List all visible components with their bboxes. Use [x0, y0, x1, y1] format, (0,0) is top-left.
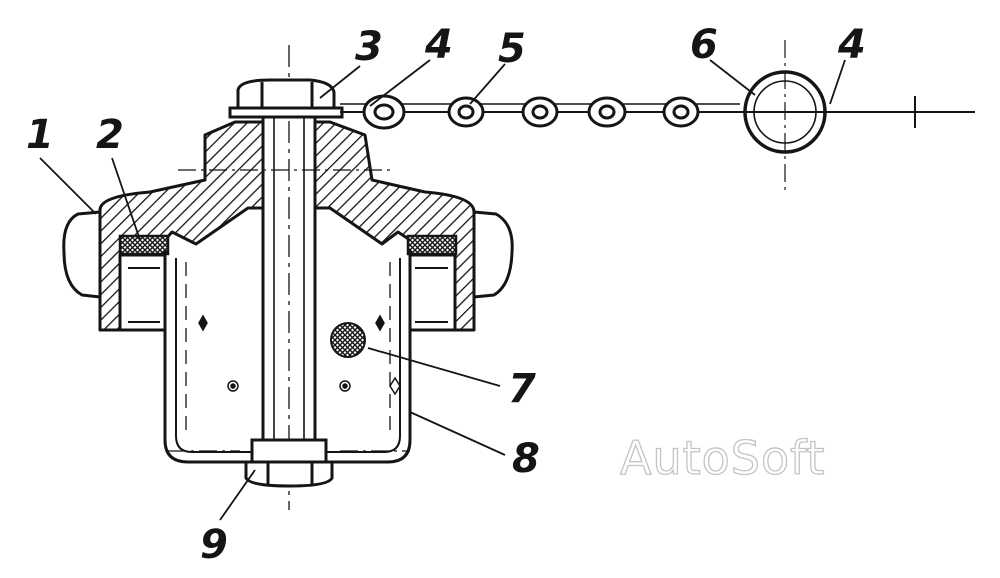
callout-1: 1 [26, 112, 54, 158]
retaining-chain [340, 70, 975, 154]
gaskets [118, 234, 458, 256]
callout-3: 3 [355, 24, 383, 70]
right-lug [472, 210, 514, 299]
chain-link [587, 96, 627, 128]
top-nut [228, 78, 344, 119]
chain-link [598, 104, 616, 120]
chain-link [362, 94, 406, 130]
chain-link [373, 103, 395, 121]
mesh-element [330, 322, 366, 358]
callout-5: 5 [498, 26, 526, 72]
ring [743, 70, 827, 154]
callout-9: 9 [200, 522, 228, 568]
chain-link [521, 96, 559, 128]
callout-6: 6 [690, 22, 718, 68]
bottom-nut [244, 438, 334, 488]
leader-lines [39, 59, 846, 521]
center-lines [168, 40, 786, 452]
left-gasket [118, 234, 170, 256]
center-bolt [261, 45, 317, 510]
callout-8: 8 [512, 436, 540, 482]
callout-4-right: 4 [837, 22, 866, 68]
right-gasket [406, 234, 458, 256]
callout-7: 7 [508, 366, 536, 412]
chain-link [662, 96, 700, 128]
chain-link [672, 104, 690, 120]
chain-link [447, 96, 485, 128]
left-pocket [118, 253, 167, 332]
left-lug [62, 210, 102, 299]
strainer-holes [198, 314, 401, 396]
callout-4-upper: 4 [424, 22, 453, 68]
callout-2: 2 [96, 112, 124, 158]
callout-labels: 1 2 3 4 5 6 4 7 8 9 [26, 22, 866, 568]
right-pocket [408, 253, 457, 332]
chain-link [531, 104, 549, 120]
chain-link [457, 104, 475, 120]
watermark: AutoSoft [620, 431, 826, 485]
